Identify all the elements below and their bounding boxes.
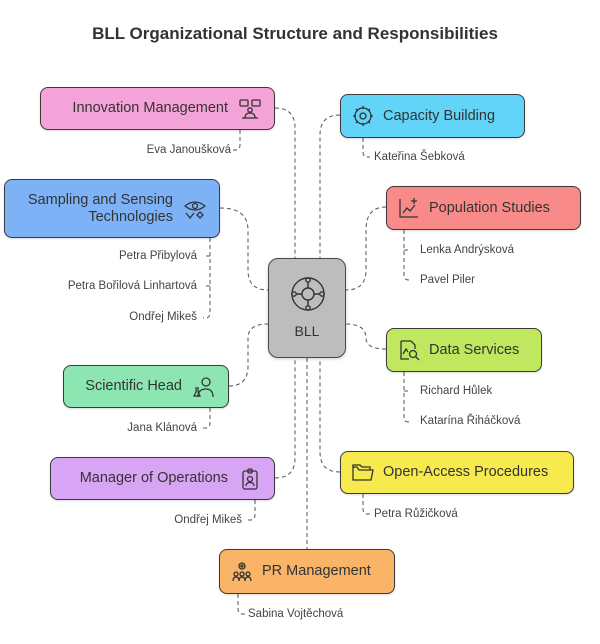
unit-label: Data Services <box>429 341 520 358</box>
person-name: Jana Klánová <box>127 422 197 434</box>
sensing-icon <box>183 197 207 221</box>
unit-label: Innovation Management <box>72 100 228 116</box>
person-name: Pavel Piler <box>420 274 475 286</box>
hub-icon <box>289 275 327 313</box>
unit-capacity-building[interactable]: Capacity Building <box>340 94 525 138</box>
unit-label: PR Management <box>262 563 371 579</box>
gear-network-icon <box>351 104 375 128</box>
person-name: Petra Bořilová Linhartová <box>67 280 197 292</box>
badge-icon <box>238 467 262 491</box>
unit-label: Capacity Building <box>383 107 496 124</box>
person-name: Kateřina Šebková <box>374 151 465 163</box>
unit-label: Scientific Head <box>85 378 182 394</box>
unit-label: Open-Access Procedures <box>383 464 549 480</box>
person-name: Eva Janoušková <box>146 144 231 156</box>
unit-sampling-sensing[interactable]: Sampling and Sensing Technologies <box>4 179 220 238</box>
person-name: Ondřej Mikeš <box>129 311 197 323</box>
unit-data-services[interactable]: Data Services <box>386 328 542 372</box>
collaboration-icon <box>238 97 262 121</box>
person-name: Katarína Řiháčková <box>420 415 521 427</box>
data-search-icon <box>397 338 421 362</box>
scientist-icon <box>192 375 216 399</box>
unit-manager-operations[interactable]: Manager of Operations <box>50 457 275 500</box>
unit-scientific-head[interactable]: Scientific Head <box>63 365 229 408</box>
diagram-title: BLL Organizational Structure and Respons… <box>92 24 498 43</box>
person-name: Richard Hůlek <box>420 385 493 397</box>
center-label: BLL <box>294 323 320 339</box>
person-name: Petra Růžičková <box>374 508 458 520</box>
folder-icon <box>351 461 375 485</box>
unit-label: Manager of Operations <box>79 470 228 486</box>
unit-label: Sampling and Sensing Technologies <box>27 191 173 225</box>
chart-plus-icon <box>397 196 421 220</box>
center-hub[interactable]: BLL <box>268 258 346 358</box>
gears-people-icon <box>230 560 254 584</box>
unit-pr-management[interactable]: PR Management <box>219 549 395 594</box>
person-name: Lenka Andrýsková <box>420 244 514 256</box>
unit-open-access[interactable]: Open-Access Procedures <box>340 451 574 494</box>
person-name: Sabina Vojtěchová <box>248 608 344 620</box>
unit-label: Population Studies <box>429 199 550 216</box>
person-name: Petra Přibylová <box>119 250 197 262</box>
unit-innovation-management[interactable]: Innovation Management <box>40 87 275 130</box>
person-name: Ondřej Mikeš <box>174 514 242 526</box>
unit-population-studies[interactable]: Population Studies <box>386 186 581 230</box>
